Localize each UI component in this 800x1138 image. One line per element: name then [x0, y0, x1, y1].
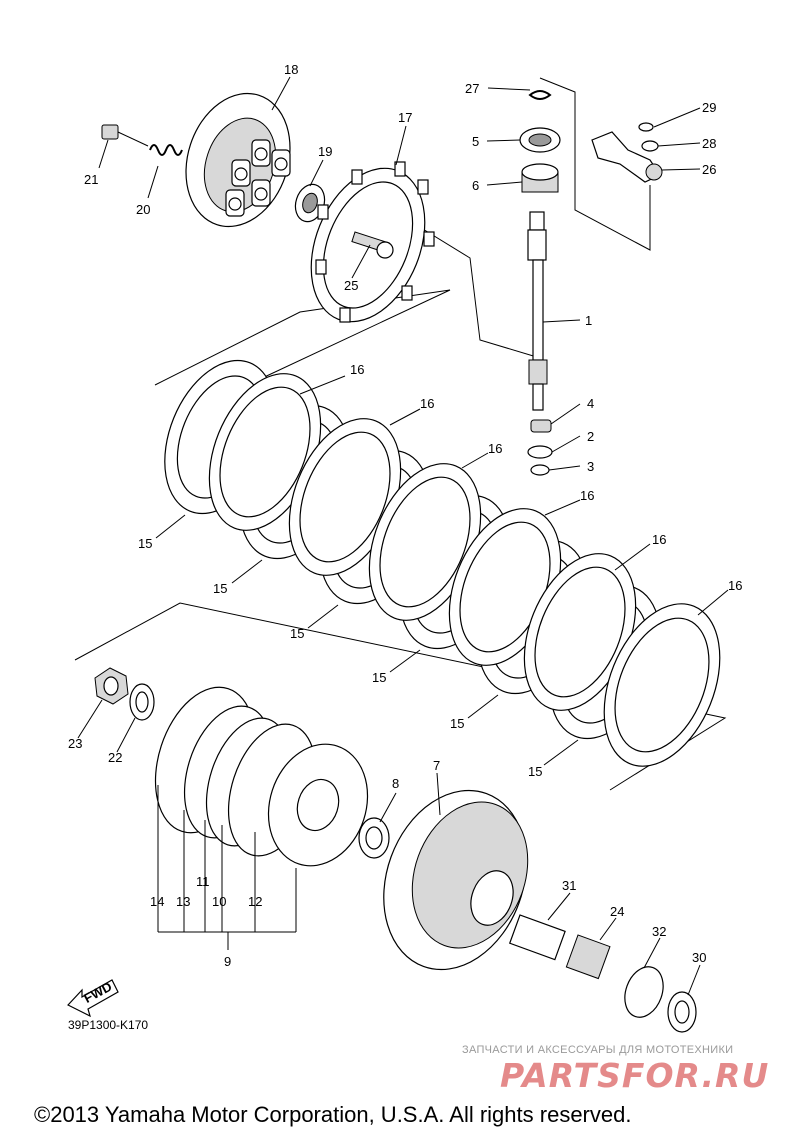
callout-16a: 16: [350, 362, 364, 377]
callout-18: 18: [284, 62, 298, 77]
callout-32: 32: [652, 924, 666, 939]
thrust-washer-8: [358, 817, 390, 859]
callout-15b: 15: [213, 581, 227, 596]
circlip-3: [530, 464, 550, 476]
callout-22: 22: [108, 750, 122, 765]
spring-27: [528, 90, 552, 100]
callout-16b: 16: [420, 396, 434, 411]
callout-16e: 16: [652, 532, 666, 547]
drawing-code: 39P1300-K170: [68, 1018, 149, 1032]
leader-lines: [77, 76, 729, 996]
callout-7: 7: [433, 758, 440, 773]
adjusting-screw-21: [101, 124, 149, 147]
callout-21: 21: [84, 172, 98, 187]
callout-14: 14: [150, 894, 164, 909]
copyright-notice: ©2013 Yamaha Motor Corporation, U.S.A. A…: [34, 1102, 632, 1127]
callout-11: 11: [196, 874, 210, 889]
bearing-6: [521, 163, 559, 193]
callout-15e: 15: [450, 716, 464, 731]
callout-labels: 18 17 19 21 20 25 27 5 6 1 4 2 3 29 28 2…: [68, 62, 742, 969]
circlip-29: [638, 122, 654, 132]
steel-plates-16: [208, 373, 721, 767]
push-lever-shaft-1: [527, 211, 548, 411]
callout-1: 1: [585, 313, 592, 328]
push-lever-26: [591, 131, 663, 183]
watermark-brand: PARTSFOR.RU: [500, 1056, 770, 1095]
callout-16f: 16: [728, 578, 742, 593]
lock-washer-22: [129, 683, 155, 721]
callout-26: 26: [702, 162, 716, 177]
callout-19: 19: [318, 144, 332, 159]
bearing-4: [530, 419, 552, 433]
callout-30: 30: [692, 950, 706, 965]
callout-24: 24: [610, 904, 624, 919]
callout-15a: 15: [138, 536, 152, 551]
callout-16c: 16: [488, 441, 502, 456]
callout-15d: 15: [372, 670, 386, 685]
spring-20: [149, 144, 183, 156]
callout-8: 8: [392, 776, 399, 791]
callout-15f: 15: [528, 764, 542, 779]
pressure-plate-18: [185, 92, 291, 228]
callout-23: 23: [68, 736, 82, 751]
callout-29: 29: [702, 100, 716, 115]
callout-10: 10: [212, 894, 226, 909]
callout-16d: 16: [580, 488, 594, 503]
watermark-tagline: ЗАПЧАСТИ И АКСЕССУАРЫ ДЛЯ МОТОТЕХНИКИ: [462, 1044, 734, 1056]
callout-15c: 15: [290, 626, 304, 641]
callout-27: 27: [465, 81, 479, 96]
needle-bearing-24: [565, 934, 611, 980]
clutch-housing-7: [383, 789, 529, 971]
callout-6: 6: [472, 178, 479, 193]
washer-28: [641, 140, 659, 152]
callout-4: 4: [587, 396, 594, 411]
callout-3: 3: [587, 459, 594, 474]
callout-12: 12: [248, 894, 262, 909]
drive-gear-32: [624, 966, 664, 1018]
callout-5: 5: [472, 134, 479, 149]
spacer-31: [508, 914, 566, 961]
callout-20: 20: [136, 202, 150, 217]
push-rod-25: [351, 231, 394, 259]
washer-30: [667, 991, 697, 1033]
fwd-arrow: FWD: [67, 979, 119, 1018]
callout-2: 2: [587, 429, 594, 444]
callout-31: 31: [562, 878, 576, 893]
callout-25: 25: [344, 278, 358, 293]
nut-23: [94, 667, 129, 705]
assembly-9-bracket: [157, 785, 297, 950]
oil-seal-5: [519, 127, 561, 153]
callout-9: 9: [224, 954, 231, 969]
clutch-boss-assembly-9: [154, 686, 369, 867]
washer-2: [527, 445, 553, 459]
callout-13: 13: [176, 894, 190, 909]
bearing-19: [294, 183, 326, 223]
callout-17: 17: [398, 110, 412, 125]
callout-28: 28: [702, 136, 716, 151]
